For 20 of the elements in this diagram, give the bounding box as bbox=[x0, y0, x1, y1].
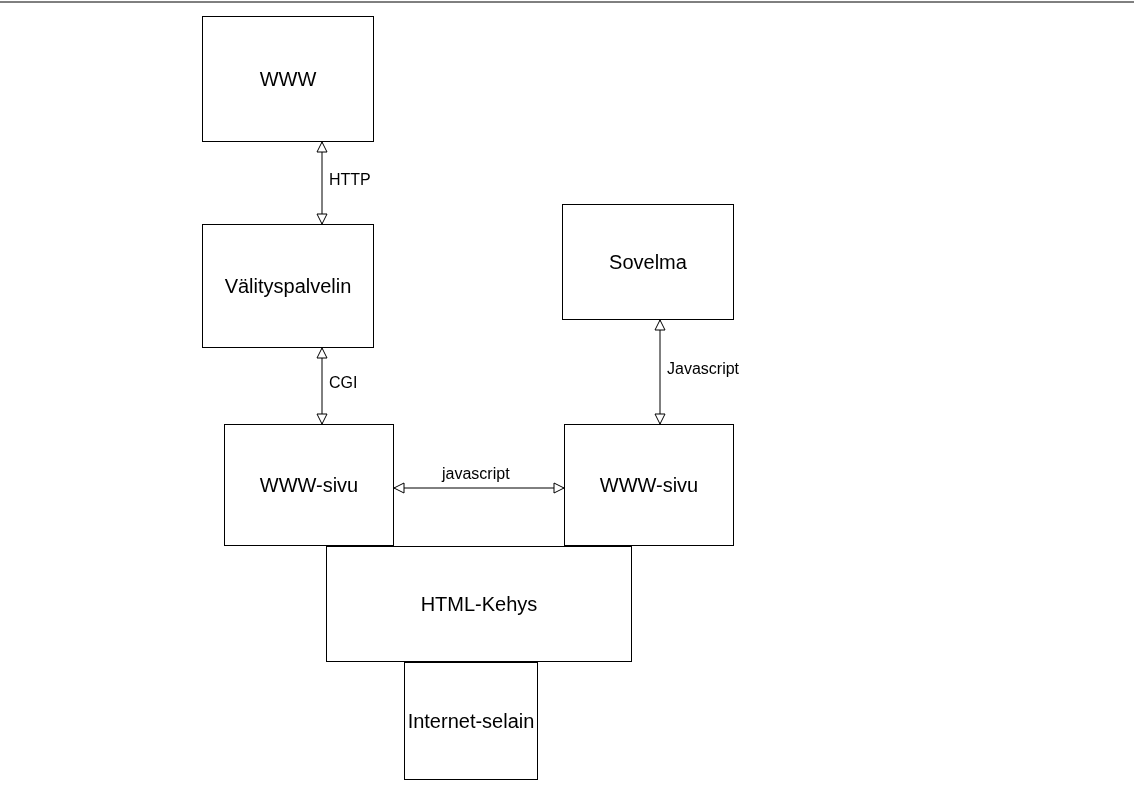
box-label: WWW-sivu bbox=[259, 473, 359, 497]
box-label: WWW bbox=[259, 67, 317, 91]
component-box bbox=[562, 204, 734, 320]
box-label: WWW-sivu bbox=[599, 473, 699, 497]
double-arrow bbox=[393, 482, 565, 494]
component-box bbox=[202, 16, 374, 142]
box-label: Välityspalvelin bbox=[224, 274, 352, 298]
box-label: Sovelma bbox=[609, 250, 687, 274]
component-box bbox=[202, 224, 374, 348]
box-label: Internet-selain bbox=[407, 709, 535, 733]
component-box bbox=[564, 424, 734, 546]
double-arrow bbox=[316, 347, 328, 425]
double-arrow bbox=[316, 141, 328, 225]
component-box bbox=[326, 546, 632, 662]
edge-label: javascript bbox=[441, 465, 511, 483]
component-box bbox=[404, 662, 538, 780]
box-label: HTML-Kehys bbox=[420, 592, 538, 616]
edge-label: Javascript bbox=[666, 360, 741, 378]
component-box bbox=[224, 424, 394, 546]
double-arrow bbox=[654, 319, 666, 425]
